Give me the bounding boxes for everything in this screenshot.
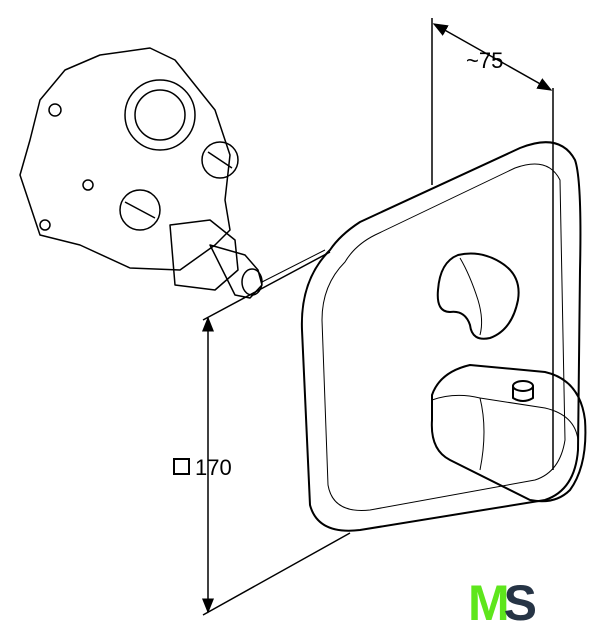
square-symbol-icon — [173, 458, 190, 475]
cover-plate — [300, 141, 582, 532]
valve-body — [19, 47, 326, 299]
thermostat-knob — [430, 364, 587, 503]
depth-dimension — [431, 18, 554, 470]
diverter-lever — [436, 252, 520, 340]
size-label: 170 — [195, 455, 232, 480]
depth-label: ~75 — [466, 48, 504, 73]
height-dimension — [202, 251, 351, 616]
logo-letter-s: S — [503, 575, 537, 631]
logo: MS — [468, 575, 537, 631]
logo-letter-m: M — [468, 575, 510, 631]
